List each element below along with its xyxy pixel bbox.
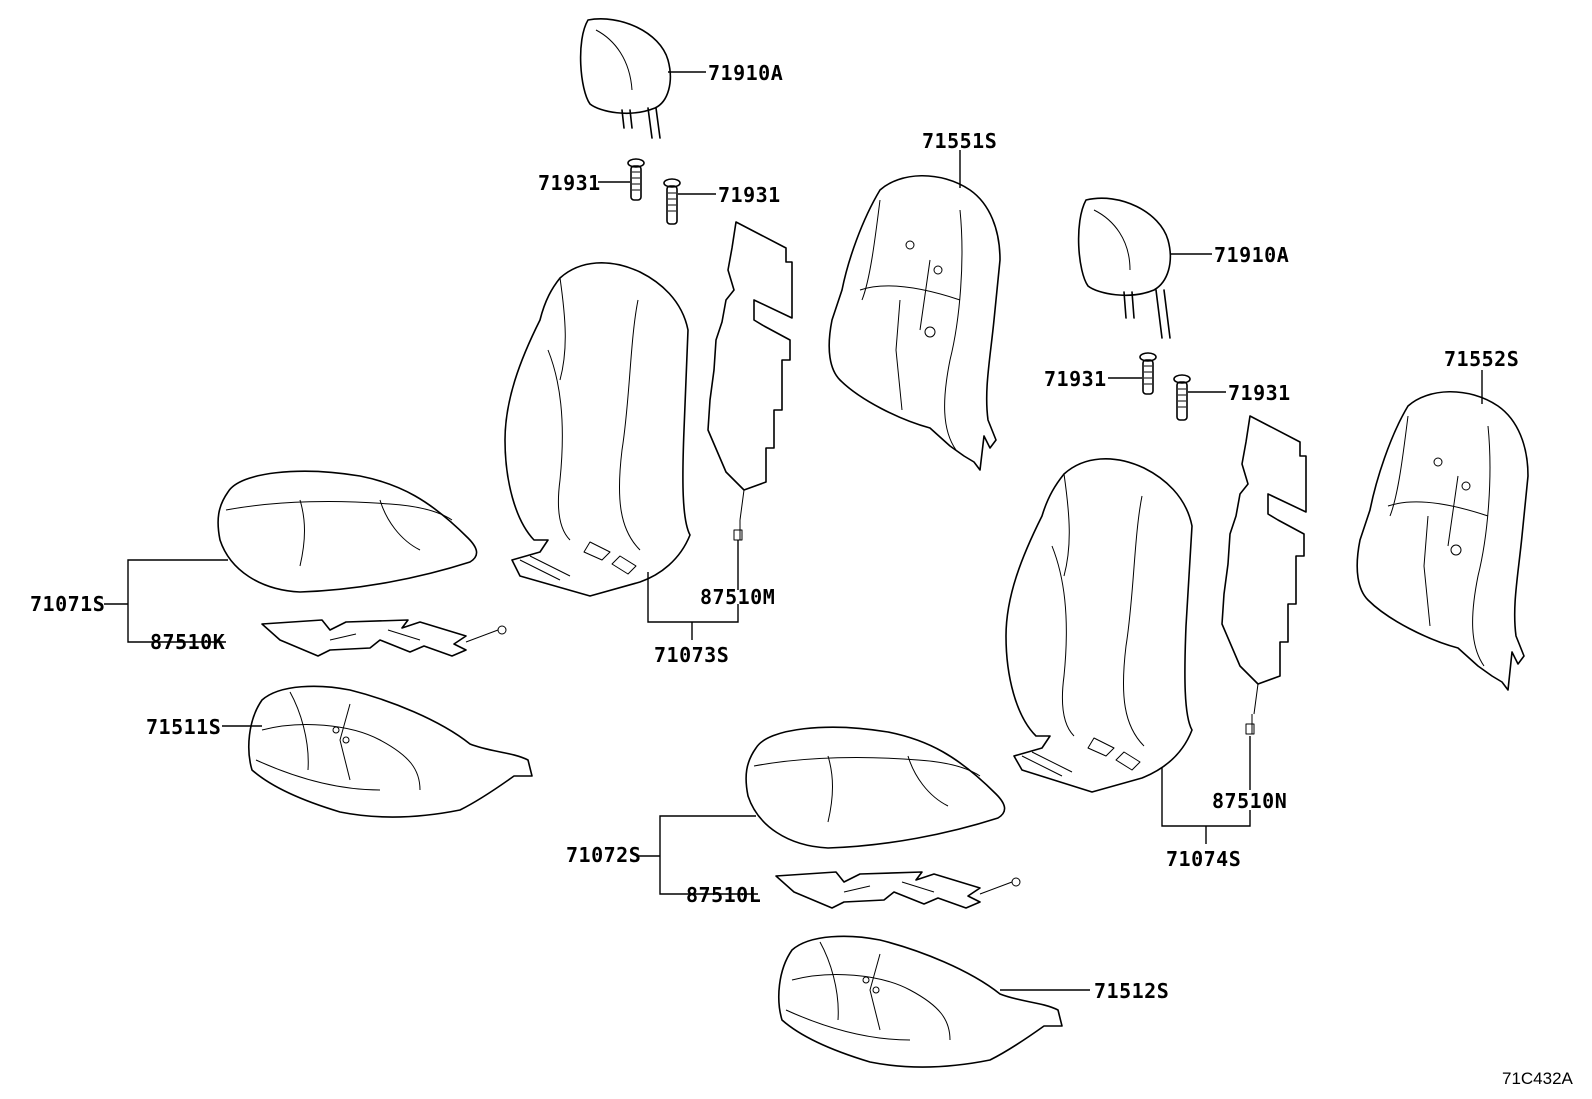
- back-heater-left[interactable]: [707, 221, 793, 541]
- headrest-guide-right-1[interactable]: [1139, 352, 1157, 395]
- seat-back-right[interactable]: [1005, 458, 1193, 793]
- callout-71511s[interactable]: 71511S: [146, 715, 221, 739]
- callout-71552s[interactable]: 71552S: [1444, 347, 1519, 371]
- callout-71931-r1[interactable]: 71931: [1044, 367, 1107, 391]
- cushion-pad-right[interactable]: [778, 935, 1063, 1068]
- callout-87510m[interactable]: 87510M: [700, 585, 775, 609]
- callout-71512s[interactable]: 71512S: [1094, 979, 1169, 1003]
- callout-71072s[interactable]: 71072S: [566, 843, 641, 867]
- leader-back-assembly-left: [647, 572, 739, 640]
- cushion-heater-right[interactable]: [775, 871, 1021, 909]
- callout-71931-l2[interactable]: 71931: [718, 183, 781, 207]
- callout-71931-l1[interactable]: 71931: [538, 171, 601, 195]
- cushion-heater-left[interactable]: [261, 619, 507, 657]
- leader-back-assembly-right: [1161, 768, 1251, 844]
- back-heater-right[interactable]: [1221, 415, 1307, 735]
- callout-71071s[interactable]: 71071S: [30, 592, 105, 616]
- headrest-guide-right-2[interactable]: [1173, 374, 1191, 421]
- cushion-cover-right[interactable]: [745, 726, 1006, 849]
- figure-id: 71C432A: [1502, 1069, 1574, 1088]
- back-cover-pad-left[interactable]: [828, 175, 1001, 471]
- back-cover-pad-right[interactable]: [1356, 391, 1529, 691]
- leader-cushion-cover-left: [104, 559, 228, 643]
- headrest-guide-left-1[interactable]: [627, 158, 645, 201]
- cushion-pad-left[interactable]: [248, 685, 533, 818]
- headrest-right[interactable]: [1077, 197, 1172, 339]
- callout-87510n[interactable]: 87510N: [1212, 789, 1287, 813]
- callout-71073s[interactable]: 71073S: [654, 643, 729, 667]
- callout-71074s[interactable]: 71074S: [1166, 847, 1241, 871]
- seat-back-left[interactable]: [504, 262, 691, 597]
- callout-71910a-right[interactable]: 71910A: [1214, 243, 1289, 267]
- leader-cushion-cover-right: [636, 815, 758, 895]
- cushion-cover-left[interactable]: [217, 470, 478, 593]
- headrest-left[interactable]: [579, 18, 672, 139]
- callout-71931-r2[interactable]: 71931: [1228, 381, 1291, 405]
- headrest-guide-left-2[interactable]: [663, 178, 681, 225]
- callout-87510k[interactable]: 87510K: [150, 630, 225, 654]
- callout-87510l[interactable]: 87510L: [686, 883, 761, 907]
- callout-71551s[interactable]: 71551S: [922, 129, 997, 153]
- callout-71910a-left[interactable]: 71910A: [708, 61, 783, 85]
